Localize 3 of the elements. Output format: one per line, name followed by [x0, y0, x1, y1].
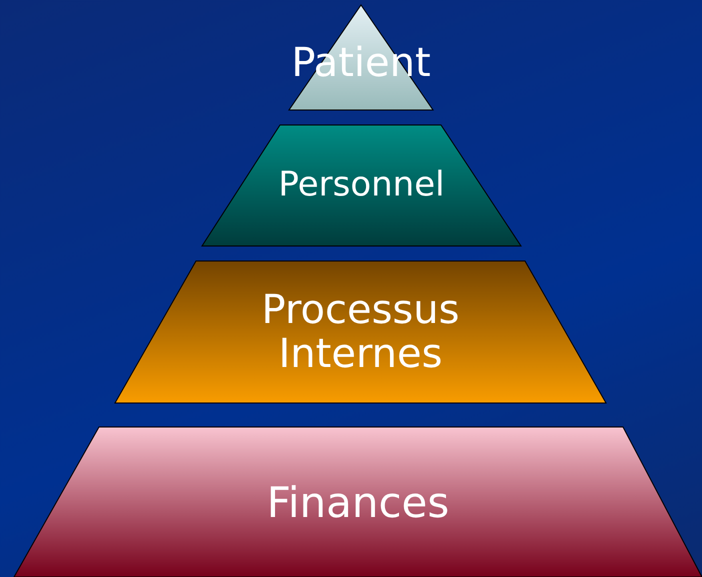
tier-label: Personnel — [278, 166, 445, 204]
tier-label: Finances — [266, 480, 450, 526]
tier-label: Processus Internes — [260, 288, 460, 376]
